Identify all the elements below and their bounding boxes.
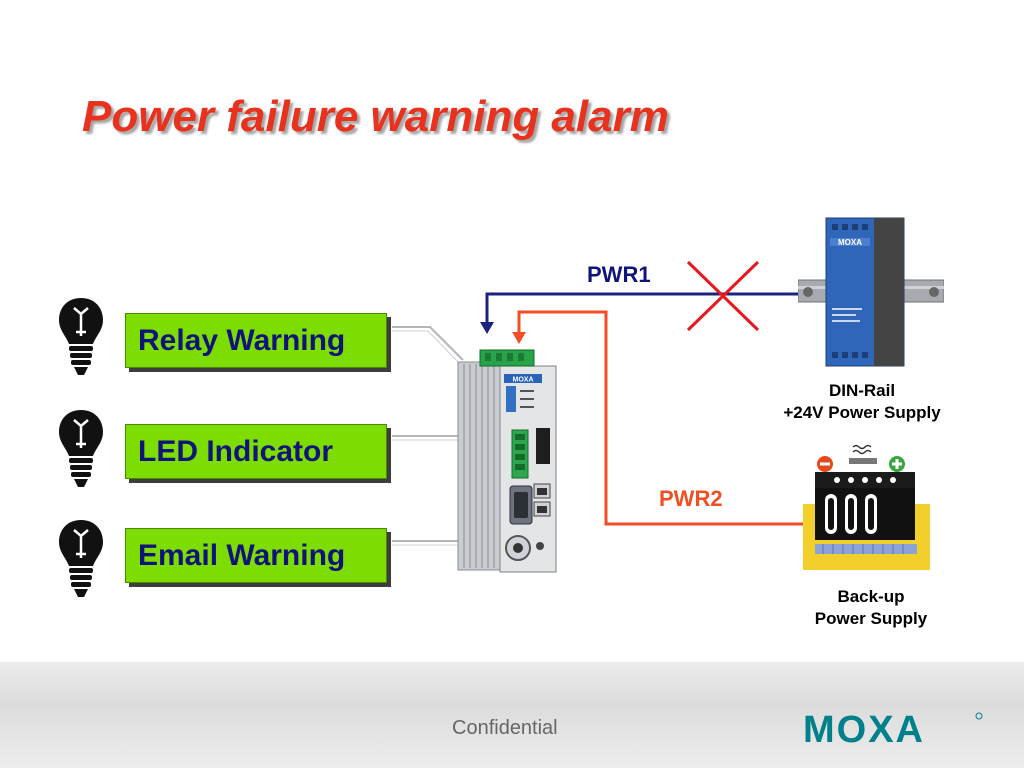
confidential-label: Confidential [452, 717, 558, 739]
device-brand: MOXA [513, 377, 534, 384]
footer-band [0, 662, 1024, 768]
psu-brand: MOXA [838, 238, 862, 247]
led-indicator-box: LED Indicator [125, 424, 387, 479]
lightbulb-icon [59, 298, 103, 375]
cross-line-b [686, 260, 760, 332]
backup-battery-icon [803, 444, 930, 570]
backup-label-line2: Power Supply [814, 609, 928, 628]
pwr2-line [517, 310, 805, 526]
din-rail-label-line2: +24V Power Supply [783, 403, 941, 422]
lightbulb-icon [59, 410, 103, 487]
din-rail-label: DIN-Rail +24V Power Supply [768, 380, 956, 424]
moxa-logo-text: MOXA [803, 709, 925, 748]
page-title: Power failure warning alarm [82, 92, 669, 141]
pwr2-arrowhead [512, 332, 526, 344]
pwr1-label: PWR1 [587, 262, 651, 287]
din-rail-power-supply: MOXA [798, 217, 944, 367]
din-rail-label-line1: DIN-Rail [828, 381, 896, 400]
email-warning-box: Email Warning [125, 528, 387, 583]
relay-warning-box: Relay Warning [125, 313, 387, 368]
pwr1-line [485, 292, 800, 326]
relay-leader-2 [392, 330, 461, 365]
relay-leader [392, 326, 464, 361]
backup-label: Back-up Power Supply [798, 586, 944, 630]
pwr1-arrowhead [480, 322, 494, 334]
moxa-device: MOXA [457, 349, 557, 573]
lightbulb-icon [59, 520, 103, 597]
moxa-logo: MOXA [803, 709, 983, 748]
backup-label-line1: Back-up [837, 587, 905, 606]
pwr2-label: PWR2 [659, 486, 723, 511]
